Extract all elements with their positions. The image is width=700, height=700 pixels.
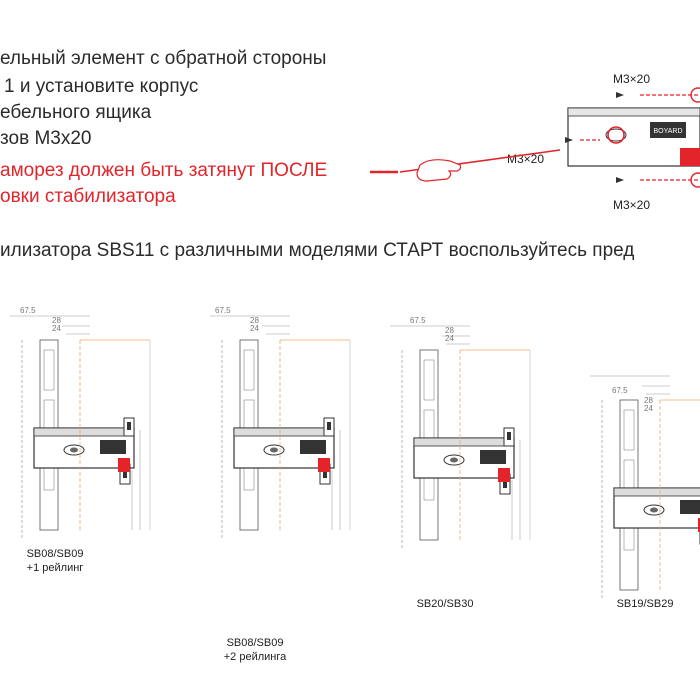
warning-line-2: овки стабилизатора (0, 186, 176, 207)
assembly-sb08-2rail (209, 315, 351, 541)
assembly-sb08-1rail (9, 315, 151, 541)
instruction-line-3: ебельного ящика (0, 102, 152, 123)
svg-text:24: 24 (52, 324, 61, 333)
svg-text:28: 28 (445, 326, 454, 335)
caption-1-rail: +1 рейлинг (26, 562, 84, 574)
caption-2-rail: +2 рейлинга (223, 651, 287, 663)
brand-logo: BOYARD (653, 128, 682, 135)
compatibility-heading: илизатора SBS11 с различными моделями СТ… (0, 240, 635, 261)
svg-text:28: 28 (644, 396, 653, 405)
instruction-line-4: зов М3х20 (0, 128, 92, 149)
caption-4-model: SB19/SB29 (616, 598, 674, 610)
instruction-line-2: 1 и установите корпус (4, 76, 199, 97)
svg-text:28: 28 (250, 316, 259, 325)
svg-text:24: 24 (644, 404, 653, 413)
dimension-labels: 67.5 28 24 67.5 28 24 67.5 28 24 67.5 28… (20, 306, 653, 413)
caption-2-model: SB08/SB09 (226, 637, 284, 649)
svg-text:24: 24 (445, 334, 454, 343)
svg-text:67.5: 67.5 (215, 306, 231, 315)
svg-text:67.5: 67.5 (612, 386, 628, 395)
screw-label-top: М3×20 (613, 72, 651, 86)
svg-text:67.5: 67.5 (410, 316, 426, 325)
caption-1-model: SB08/SB09 (26, 548, 84, 560)
instruction-line-1: ельный элемент с обратной стороны (0, 48, 327, 69)
screw-label-bottom: М3×20 (613, 198, 651, 212)
caption-3-model: SB20/SB30 (416, 598, 474, 610)
svg-text:67.5: 67.5 (20, 306, 36, 315)
svg-text:24: 24 (250, 324, 259, 333)
assembly-sb20 (389, 325, 531, 551)
hand-pointer-icon (416, 159, 462, 182)
svg-text:28: 28 (52, 316, 61, 325)
stabilizer-detail: BOYARD (565, 87, 700, 188)
warning-line-1: аморез должен быть затянут ПОСЛЕ (0, 160, 328, 181)
